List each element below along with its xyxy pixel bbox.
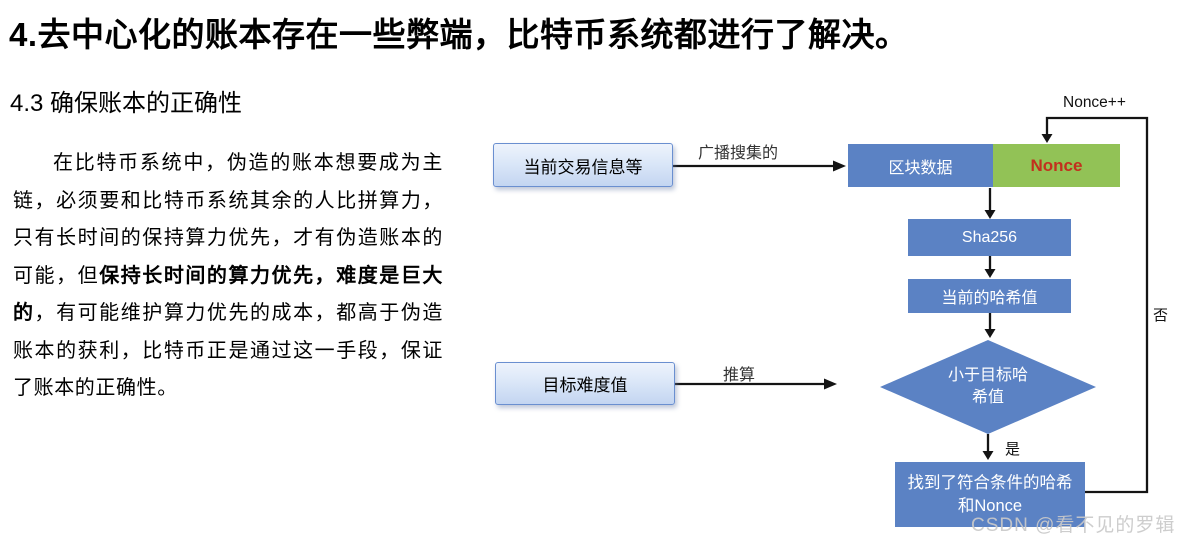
edge-label-no: 否 xyxy=(1153,307,1169,324)
section-subtitle: 4.3 确保账本的正确性 xyxy=(10,90,243,117)
result-text-line1: 找到了符合条件的哈希 xyxy=(907,474,1073,493)
paragraph-bold: 保持长时间的算力优先，难度是巨大的 xyxy=(13,264,443,325)
edge-label-infer: 推算 xyxy=(723,367,756,384)
flow-node-block-data: 区块数据 xyxy=(848,144,993,187)
decision-text-line2: 希值 xyxy=(971,389,1004,406)
watermark: CSDN @看不见的罗辑 xyxy=(971,515,1176,536)
flow-node-current-transactions: 当前交易信息等 xyxy=(493,143,673,187)
flow-decision-less-than-target-hash: 小于目标哈 希值 xyxy=(880,340,1096,434)
flow-node-sha256: Sha256 xyxy=(908,219,1071,256)
flow-node-nonce: Nonce xyxy=(993,144,1120,187)
paragraph-text-2: ，有可能维护算力优先的成本，都高于伪造账本的获利，比特币正是通过这一手段，保证了… xyxy=(13,302,443,399)
decision-text-line1: 小于目标哈 xyxy=(947,367,1028,385)
body-paragraph: 在比特币系统中，伪造的账本想要成为主链，必须要和比特币系统其余的人比拼算力，只有… xyxy=(13,145,443,408)
result-text-line2: 和Nonce xyxy=(957,496,1023,515)
paragraph-text-1: 在比特币系统中，伪造的账本想要成为主链，必须要和比特币系统其余的人比拼算力，只有… xyxy=(13,152,443,287)
edge-label-broadcast-collected: 广播搜集的 xyxy=(698,145,779,162)
page-title: 4.去中心化的账本存在一些弊端，比特币系统都进行了解决。 xyxy=(9,16,909,53)
edge-label-yes: 是 xyxy=(1005,441,1021,458)
edge-label-nonce-increment: Nonce++ xyxy=(1063,94,1126,111)
flow-node-found-hash-and-nonce: 找到了符合条件的哈希 和Nonce xyxy=(895,462,1085,527)
flow-node-current-hash: 当前的哈希值 xyxy=(908,279,1071,313)
flow-node-target-difficulty: 目标难度值 xyxy=(495,362,675,405)
